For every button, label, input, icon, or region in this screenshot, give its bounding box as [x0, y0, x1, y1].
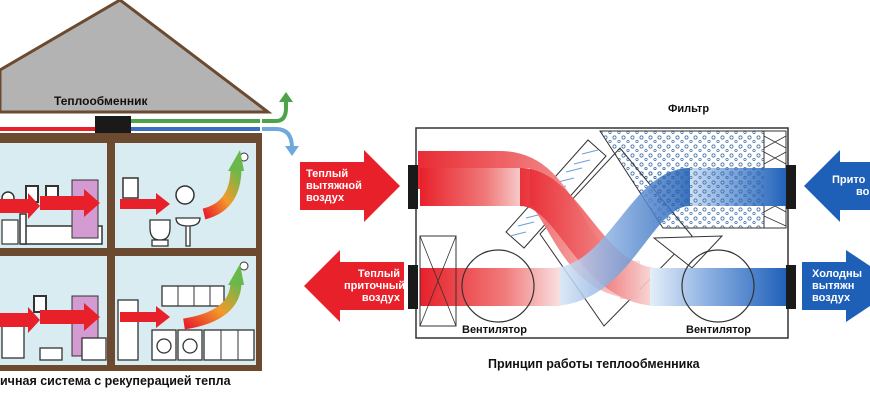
warm-supply-line-2: приточный	[344, 280, 405, 292]
recuperator	[408, 127, 796, 339]
bed-headboard	[19, 213, 27, 245]
cold-exhaust-line-1: Холодны	[812, 268, 863, 280]
arrow-warm-supply	[304, 250, 404, 322]
warm-supply-label: Теплый приточный воздух	[344, 268, 405, 304]
cold-exhaust-line-2: вытяжн	[812, 280, 855, 292]
side-table	[39, 347, 63, 361]
supply-curve-upper	[202, 167, 242, 220]
warm-exhaust-line-3: воздух	[306, 192, 345, 204]
stove	[151, 329, 177, 361]
cold-supply-line-2: во	[856, 186, 870, 198]
picture-frame-3	[33, 295, 47, 313]
warm-supply-line-3: воздух	[361, 292, 400, 304]
cold-supply-label: Прито во	[832, 174, 870, 198]
attic-duct-red	[0, 127, 95, 131]
fan-left-label: Вентилятор	[462, 324, 527, 336]
supply-curve-lower	[183, 281, 242, 330]
warm-exhaust-line-1: Теплый	[306, 168, 349, 180]
extract-arrow-6	[120, 306, 170, 328]
arrow-cold-supply	[804, 150, 870, 222]
cold-exhaust-line-3: воздух	[812, 292, 851, 304]
flow-warm-exhaust-in	[420, 168, 530, 206]
exhaust-out-arrow	[279, 92, 293, 102]
attic-duct-green	[130, 119, 260, 123]
exhaust-out-duct	[262, 100, 288, 123]
house-extract-arrows	[0, 189, 170, 333]
flow-warm-exhaust-cross	[520, 168, 660, 306]
cold-supply-line-1: Прито	[832, 174, 866, 186]
toilet	[149, 219, 171, 247]
armchair	[81, 337, 107, 361]
fan-left	[461, 249, 535, 323]
upper-cabinets	[161, 285, 225, 307]
fan-left-housing	[419, 235, 457, 327]
house-caption: ичная система с рекуперацией тепла	[0, 374, 231, 388]
attic-duct-blue	[130, 127, 260, 131]
heat-exchanger-label: Теплообменник	[54, 94, 148, 108]
extract-arrow-4	[0, 307, 40, 333]
roof	[0, 0, 273, 114]
extract-arrow-5	[40, 303, 100, 331]
fan-right-label: Вентилятор	[686, 324, 751, 336]
cold-exhaust-label: Холодны вытяжн воздух	[812, 268, 870, 304]
unit-caption: Принцип работы теплообменника	[488, 357, 700, 371]
counter	[203, 329, 255, 361]
flange-bottom-right	[786, 265, 796, 309]
arrow-warm-exhaust	[300, 150, 400, 222]
warm-supply-line-1: Теплый	[357, 268, 400, 280]
intake-arrow	[285, 146, 299, 156]
fridge	[117, 299, 139, 361]
intake-duct	[262, 127, 294, 149]
fan-right	[681, 249, 755, 323]
washer	[177, 329, 203, 361]
supply-curve-upper-head	[228, 150, 244, 171]
flow-cold-supply-cross	[550, 168, 690, 306]
house	[0, 0, 299, 371]
extract-arrow-3	[120, 193, 170, 215]
round-mirror	[175, 185, 195, 205]
flow-warm-supply-out	[420, 268, 560, 306]
flange-top-left	[408, 165, 418, 209]
nightstand	[1, 219, 19, 245]
warm-exhaust-label: Теплый вытяжной воздух	[306, 168, 362, 204]
ceiling-vent-lower	[239, 261, 249, 271]
warm-exhaust-line-2: вытяжной	[306, 180, 362, 192]
flange-bottom-left	[408, 265, 418, 309]
extract-arrow-2	[40, 189, 100, 217]
extract-arrow-1	[0, 193, 40, 219]
sink	[175, 217, 201, 247]
arrow-cold-exhaust	[802, 250, 870, 322]
supply-curve-lower-head	[228, 264, 244, 285]
mirror	[122, 177, 139, 199]
filter-label: Фильтр	[668, 103, 710, 115]
heat-exchanger-box	[95, 116, 131, 133]
flange-top-right	[786, 165, 796, 209]
attic-floor	[0, 133, 262, 139]
flow-cold-exhaust-out	[650, 268, 788, 306]
